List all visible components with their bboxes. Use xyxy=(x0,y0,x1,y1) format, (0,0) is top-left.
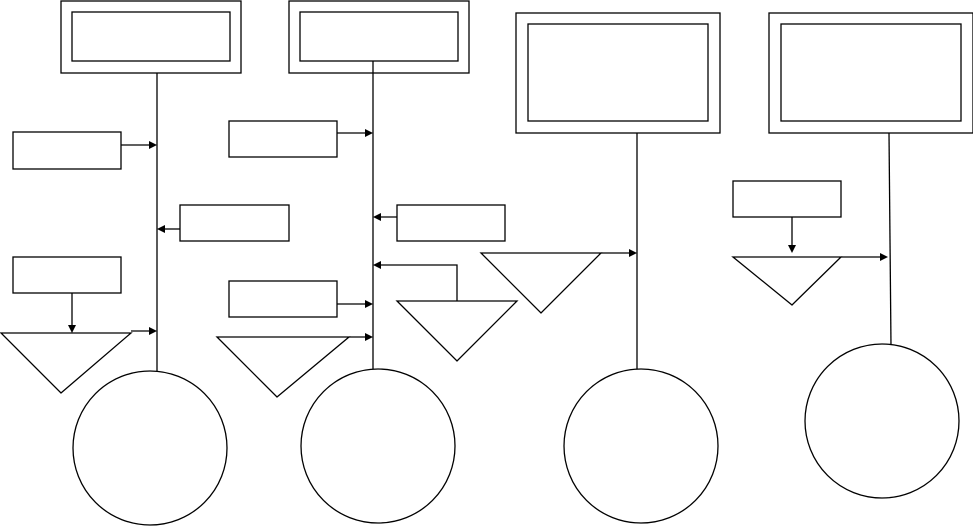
arrow-head xyxy=(373,261,381,269)
circle-shape xyxy=(563,368,719,524)
input-box xyxy=(12,131,122,170)
arrow-head xyxy=(149,327,157,335)
header-box-inner xyxy=(780,23,962,122)
arrow-head xyxy=(149,141,157,149)
output-box xyxy=(179,204,290,242)
triangle-shape xyxy=(215,336,351,398)
arrow-head xyxy=(788,245,796,253)
connector-line xyxy=(380,264,458,301)
circle-shape xyxy=(300,368,456,524)
triangle-shape xyxy=(731,256,843,306)
arrow-head xyxy=(373,213,381,221)
arrow-head xyxy=(880,253,888,261)
arrow-head xyxy=(365,300,373,308)
input-box xyxy=(228,120,338,158)
arrow-head xyxy=(157,225,165,233)
circle-shape xyxy=(804,343,960,499)
column-4 xyxy=(731,12,973,499)
circle-shape xyxy=(72,370,228,526)
column-3 xyxy=(479,12,721,524)
output-box xyxy=(396,204,506,242)
header-box-inner xyxy=(71,11,231,62)
header-box-inner xyxy=(299,11,459,62)
spine-line xyxy=(888,132,892,347)
input-box xyxy=(732,180,842,218)
header-box-inner xyxy=(527,23,709,122)
arrow-head xyxy=(68,325,76,333)
arrow-head xyxy=(365,129,373,137)
arrow-head xyxy=(629,249,637,257)
input-box xyxy=(12,256,122,294)
column-1 xyxy=(0,0,290,526)
input-box xyxy=(228,280,338,318)
triangle-shape xyxy=(0,332,133,394)
triangle-shape xyxy=(395,300,519,362)
triangle-shape xyxy=(479,252,603,314)
arrow-head xyxy=(365,333,373,341)
column-2 xyxy=(215,0,519,524)
